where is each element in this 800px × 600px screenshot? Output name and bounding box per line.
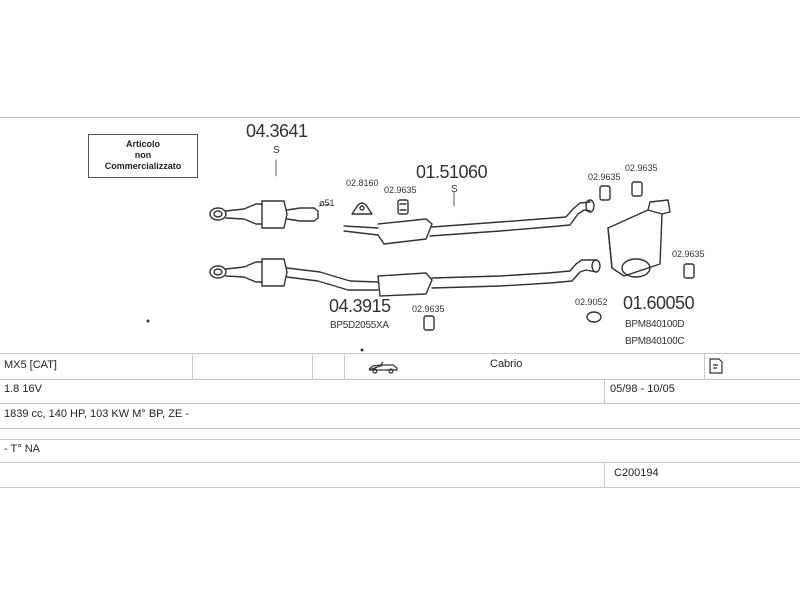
table-cell-blank xyxy=(192,354,312,379)
clamp-shape-a xyxy=(397,199,409,215)
top-middle-pipe xyxy=(343,199,595,245)
table-row-model: MX5 [CAT] Cabrio xyxy=(0,353,800,380)
part-ref-rear-1: BPM840100D xyxy=(625,319,685,330)
stray-dot xyxy=(146,319,150,323)
table-cell-car xyxy=(344,354,484,379)
part-s-mid: S xyxy=(451,184,458,195)
table-cell-dates xyxy=(604,379,800,403)
production-dates: 05/98 - 10/05 xyxy=(610,383,675,395)
table-row-specs: 1839 cc, 140 HP, 103 KW M° BP, ZE - xyxy=(0,404,800,429)
part-s-cat-top: S xyxy=(273,145,280,156)
part-number-rear: 01.60050 xyxy=(623,293,695,313)
ring-shape xyxy=(586,311,602,323)
table-row-engine: 1.8 16V 05/98 - 10/05 xyxy=(0,379,800,404)
model-name: MX5 [CAT] xyxy=(4,359,57,371)
part-ref-cat-bottom: BP5D2055XA xyxy=(330,320,389,331)
engine-specs: 1839 cc, 140 HP, 103 KW M° BP, ZE - xyxy=(4,408,189,420)
part-number-clamp-a: 02.9635 xyxy=(384,185,417,195)
stray-dot-2 xyxy=(360,348,364,352)
part-ref-rear-2: BPM840100C xyxy=(625,336,685,347)
table-cell-code xyxy=(604,463,800,487)
notice-line-3: Commercializzato xyxy=(104,161,182,171)
part-number-clamp-rear-3: 02.9635 xyxy=(672,249,705,259)
exhaust-drawing xyxy=(146,159,695,352)
body-type: Cabrio xyxy=(490,358,523,370)
bottom-catalytic-converter xyxy=(209,258,379,291)
part-number-ring: 02.9052 xyxy=(575,297,608,307)
notes: - T° NA xyxy=(4,443,40,455)
exhaust-diagram: 04.3641 S ø51 02.8160 02.9635 01.51060 S… xyxy=(0,117,800,354)
part-number-clamp-rear-1: 02.9635 xyxy=(588,172,621,182)
engine: 1.8 16V xyxy=(4,383,42,395)
convertible-car-icon xyxy=(367,358,399,379)
part-number-gasket: 02.8160 xyxy=(346,178,379,188)
notice-line-2: non xyxy=(134,150,152,160)
top-catalytic-converter xyxy=(209,200,319,229)
table-row-notes: - T° NA xyxy=(0,440,800,463)
gasket-shape xyxy=(351,202,373,215)
part-number-cat-top: 04.3641 xyxy=(246,121,308,141)
table-row-code: C200194 xyxy=(0,463,800,488)
diameter-label: ø51 xyxy=(319,198,335,208)
part-number-mid: 01.51060 xyxy=(416,162,488,182)
document-icon xyxy=(707,357,725,380)
part-number-clamp-bottom: 02.9635 xyxy=(412,304,445,314)
table-row-spacer xyxy=(0,429,800,440)
table-cell-blank-2 xyxy=(312,354,344,379)
rear-silencer xyxy=(607,199,671,278)
rear-clamps xyxy=(599,181,695,279)
bottom-silencer xyxy=(377,259,601,297)
notice-line-1: Articolo xyxy=(125,139,160,149)
not-sold-notice: Articolo non Commercializzato xyxy=(88,134,198,178)
part-number-cat-bottom: 04.3915 xyxy=(329,296,391,316)
kit-code: C200194 xyxy=(614,467,659,479)
table-cell-doc xyxy=(704,354,800,379)
clamp-shape-bottom xyxy=(423,315,435,331)
part-number-clamp-rear-2: 02.9635 xyxy=(625,163,658,173)
